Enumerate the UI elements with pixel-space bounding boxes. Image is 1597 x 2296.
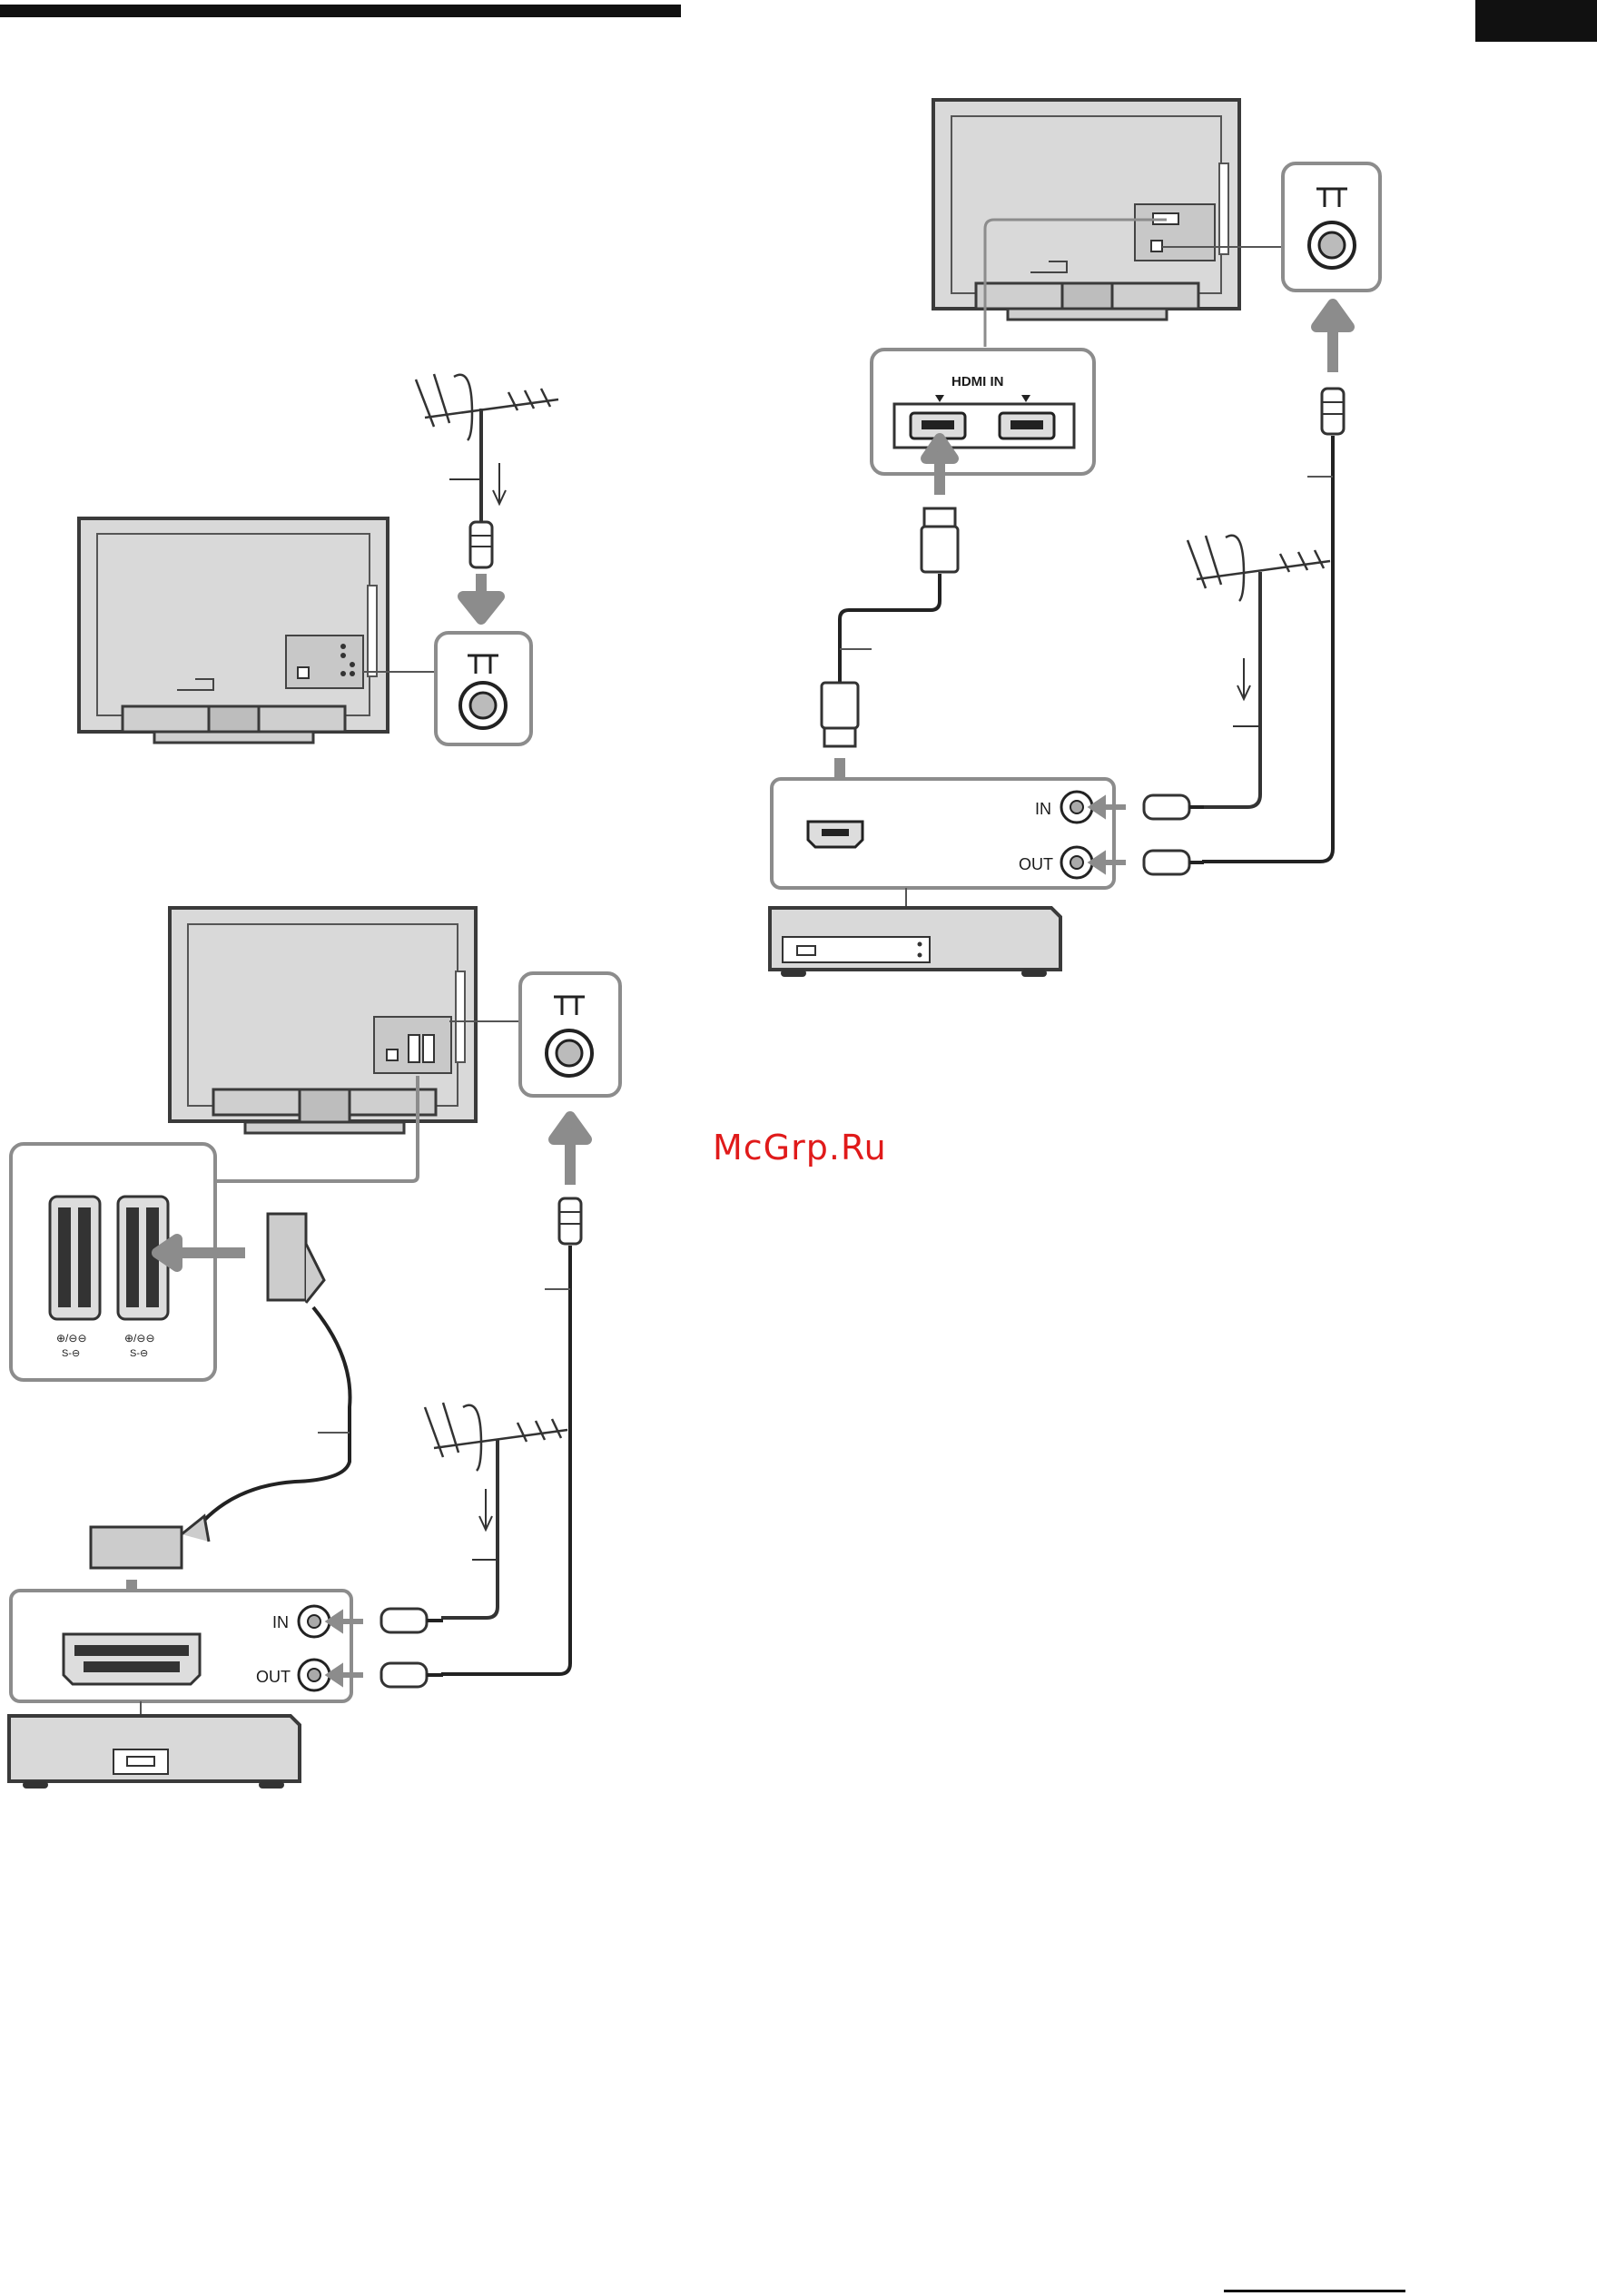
- in-label: IN: [272, 1613, 289, 1631]
- bottom-rule: [1224, 2290, 1405, 2292]
- device-rear-panel: IN OUT: [772, 779, 1126, 888]
- antenna-icon: [425, 1403, 567, 1618]
- aerial-socket-icon: [1283, 163, 1380, 291]
- tv-rear-view: [79, 518, 436, 743]
- svg-text:⊕/⊖⊖: ⊕/⊖⊖: [56, 1332, 87, 1345]
- tv-rear-view: [933, 100, 1285, 347]
- vcr-device: [9, 1716, 300, 1789]
- top-rule: [0, 5, 681, 17]
- rca-plug-icon: [381, 1609, 443, 1687]
- in-label: IN: [1035, 800, 1051, 818]
- tv-rear-view: [170, 908, 522, 1133]
- hdmi-socket-icon: HDMI IN: [872, 350, 1094, 474]
- aerial-socket-icon: [520, 973, 620, 1096]
- vcr-rear-panel: IN OUT: [11, 1591, 363, 1701]
- svg-text:⊕/⊖⊖: ⊕/⊖⊖: [124, 1332, 155, 1345]
- scart-connector-icon: [91, 1516, 209, 1568]
- out-label: OUT: [256, 1668, 291, 1686]
- hdmi-in-label: HDMI IN: [951, 374, 1004, 389]
- watermark-text: McGrp.Ru: [713, 1128, 887, 1168]
- diagram-tv-antenna: [79, 374, 558, 744]
- arrow-up-aerial: [554, 1117, 587, 1185]
- coax-plug-icon: [1202, 389, 1344, 862]
- aerial-socket-icon: [436, 633, 531, 744]
- antenna-icon: [1188, 536, 1330, 807]
- svg-text:S-⊖: S-⊖: [62, 1348, 80, 1359]
- out-label: OUT: [1019, 855, 1053, 873]
- arrow-down-antenna: [463, 574, 499, 619]
- corner-tab: [1475, 0, 1597, 42]
- coax-plug-icon: [470, 522, 492, 567]
- rca-plug-icon: [1144, 795, 1204, 874]
- arrow-up-aerial: [1316, 304, 1349, 372]
- set-top-box-device: [770, 908, 1060, 977]
- diagram-tv-hdmi-device: HDMI IN: [770, 100, 1380, 977]
- svg-text:S-⊖: S-⊖: [130, 1348, 148, 1359]
- scart-connector-icon: ⊕/⊖⊖ ⊕/⊖⊖ S-⊖ S-⊖: [11, 1144, 215, 1380]
- hdmi-plug-icon: [822, 508, 958, 746]
- diagram-tv-scart-vcr: ⊕/⊖⊖ ⊕/⊖⊖ S-⊖ S-⊖: [9, 908, 620, 1789]
- antenna-icon: [416, 374, 558, 522]
